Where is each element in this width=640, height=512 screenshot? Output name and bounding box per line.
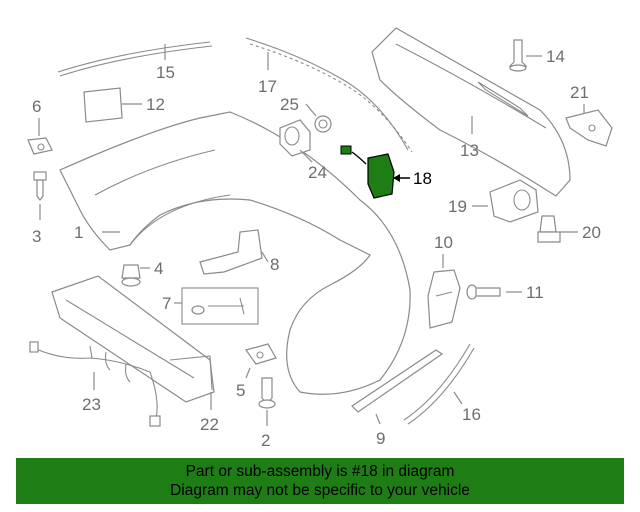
part-15-trim-strip bbox=[57, 41, 213, 77]
part-23-wiring-harness bbox=[29, 341, 161, 427]
part-20-sensor bbox=[537, 215, 578, 243]
part-8-bracket bbox=[199, 229, 269, 275]
part-25-washer bbox=[305, 103, 332, 133]
label-22: 22 bbox=[200, 415, 219, 434]
part-11-bolt bbox=[466, 284, 522, 300]
part-21-bracket bbox=[565, 104, 613, 147]
banner-line-2: Diagram may not be specific to your vehi… bbox=[170, 482, 470, 499]
label-12: 12 bbox=[146, 95, 165, 114]
part-13-rear-panel bbox=[371, 27, 571, 197]
label-16: 16 bbox=[462, 405, 481, 424]
part-1-bumper-cover bbox=[59, 111, 411, 395]
part-16-strip bbox=[403, 343, 475, 425]
label-25: 25 bbox=[280, 95, 299, 114]
part-17-molding bbox=[245, 37, 413, 153]
label-21: 21 bbox=[570, 83, 589, 102]
part-3-bolt bbox=[33, 171, 47, 220]
label-17: 17 bbox=[258, 77, 277, 96]
part-14-push-pin bbox=[508, 39, 542, 72]
label-7: 7 bbox=[162, 294, 171, 313]
label-3: 3 bbox=[32, 227, 41, 246]
label-4: 4 bbox=[154, 259, 163, 278]
label-14: 14 bbox=[546, 47, 565, 66]
part-10-bracket bbox=[427, 254, 461, 329]
part-12-reflector bbox=[83, 87, 142, 123]
part-2-bolt bbox=[258, 377, 276, 426]
part-7-kit bbox=[174, 287, 259, 325]
label-19: 19 bbox=[448, 197, 467, 216]
part-6-clip bbox=[27, 118, 53, 155]
label-24: 24 bbox=[308, 163, 327, 182]
label-9: 9 bbox=[376, 429, 385, 448]
label-13: 13 bbox=[460, 141, 479, 160]
label-18: 18 bbox=[413, 169, 432, 188]
parts-diagram: 15 17 12 6 3 1 4 7 bbox=[27, 27, 613, 450]
part-22-absorber bbox=[51, 275, 215, 410]
label-11: 11 bbox=[526, 283, 544, 302]
part-5-clip bbox=[245, 343, 277, 379]
info-banner: Part or sub-assembly is #18 in diagram D… bbox=[16, 458, 624, 504]
part-9-strip bbox=[351, 349, 444, 425]
part-18-sensor-highlighted bbox=[340, 145, 410, 199]
label-10: 10 bbox=[434, 233, 453, 252]
label-1: 1 bbox=[74, 223, 83, 242]
part-4-fastener bbox=[121, 264, 150, 287]
label-15: 15 bbox=[156, 63, 175, 82]
part-19-housing bbox=[472, 179, 539, 223]
label-8: 8 bbox=[270, 255, 279, 274]
label-5: 5 bbox=[236, 381, 245, 400]
label-20: 20 bbox=[582, 223, 601, 242]
banner-line-1: Part or sub-assembly is #18 in diagram bbox=[185, 463, 455, 480]
label-6: 6 bbox=[32, 97, 41, 116]
label-23: 23 bbox=[82, 395, 101, 414]
label-2: 2 bbox=[261, 431, 270, 450]
part-24-sensor bbox=[279, 119, 313, 163]
